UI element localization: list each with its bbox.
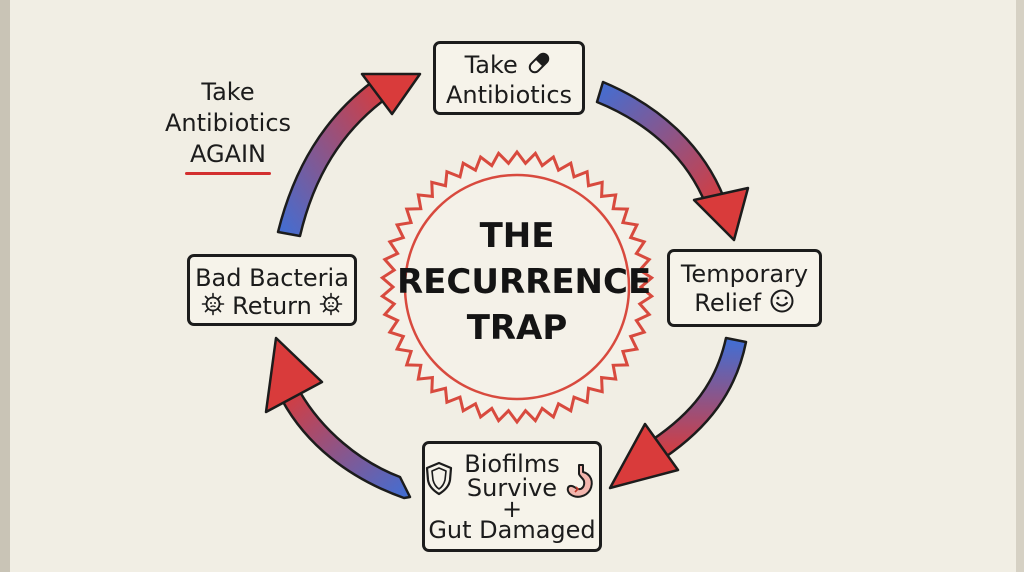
node-take-antibiotics-line-2: Antibiotics (445, 81, 573, 109)
node-take-antibiotics: Take Antibiotics (433, 41, 585, 115)
shield-icon (423, 460, 455, 500)
pill-icon (525, 51, 553, 81)
bacteria-icon (201, 292, 225, 322)
node-take-antibiotics-line-1: Take (464, 51, 518, 79)
node-biofilms-line-3: + (501, 495, 523, 523)
arrow-to-relief (595, 80, 750, 242)
stomach-icon (563, 462, 597, 506)
board-frame-left (0, 0, 10, 572)
side-note-underline (185, 172, 271, 175)
title-line-3: TRAP (466, 308, 568, 348)
node-biofilms-line-2: Survive (466, 474, 558, 502)
node-biofilms-line-1: Biofilms (464, 450, 560, 478)
arrow-to-biofilms (608, 336, 748, 490)
node-biofilms-line-4: Gut Damaged (428, 516, 596, 544)
node-biofilms-gut-damaged: Biofilms Survive + Gut Damaged (422, 441, 602, 552)
bacteria-icon (319, 292, 343, 322)
board-frame-right (1016, 0, 1024, 572)
node-bad-bacteria-line-2: Return (232, 292, 312, 320)
title-starburst (379, 149, 655, 425)
diagram-title: THE RECURRENCE TRAP (397, 213, 652, 351)
side-note-take-antibiotics-again: Take Antibiotics AGAIN (158, 77, 298, 175)
side-note-line-3: AGAIN (189, 140, 267, 168)
title-line-1: THE (479, 216, 555, 256)
node-bad-bacteria-line-1: Bad Bacteria (195, 264, 349, 292)
node-temporary-relief: Temporary Relief (667, 249, 822, 327)
smiley-icon (769, 288, 795, 320)
node-bad-bacteria-return: Bad Bacteria Return (187, 254, 357, 326)
node-temporary-relief-line-1: Temporary (680, 260, 809, 288)
side-note-line-2: Antibiotics (164, 109, 292, 137)
arrow-to-bad-bacteria (264, 336, 412, 500)
title-line-2: RECURRENCE (397, 262, 652, 302)
node-temporary-relief-line-2: Relief (694, 289, 762, 317)
side-note-line-1: Take (201, 78, 255, 106)
arrow-to-antibiotics (276, 72, 422, 238)
